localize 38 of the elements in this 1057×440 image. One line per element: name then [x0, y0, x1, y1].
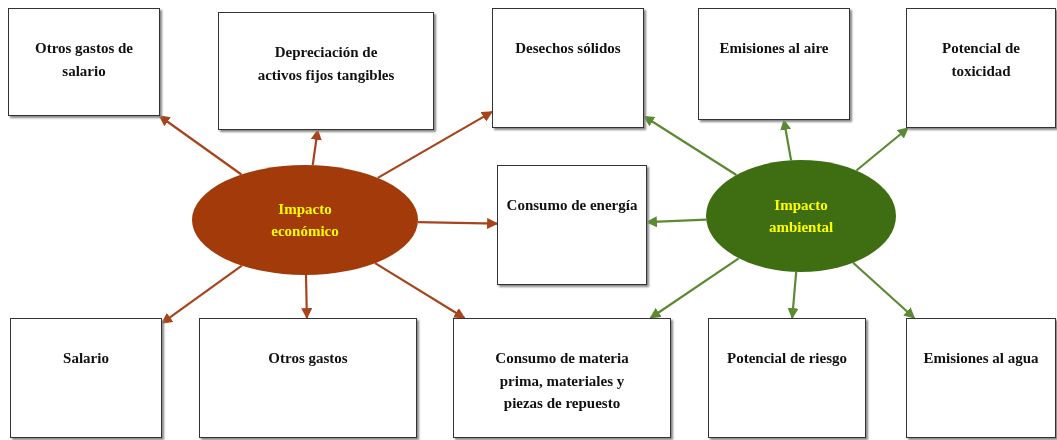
arrow [310, 128, 322, 166]
arrow [377, 110, 493, 179]
text-box [199, 318, 417, 438]
node-text: Desechos sólidos [514, 39, 622, 58]
text-box [906, 8, 1056, 128]
node-text: Consumo de materia prima, materiales y piezas de repuesto [494, 349, 630, 413]
text-box [708, 318, 866, 438]
arrow [787, 271, 799, 320]
node-text: Depreciación de activos fijos tangibles [256, 43, 396, 85]
arrow [158, 115, 243, 176]
node-text: Potencial de riesgo [726, 349, 848, 368]
node-text: Salario [62, 349, 110, 368]
arrow [374, 262, 466, 319]
text-box [218, 12, 434, 130]
node-text: Consumo de energía [505, 196, 639, 215]
text-box [492, 8, 644, 128]
node-text: Potencial de toxicidad [941, 39, 1021, 81]
node-text: Impacto económico [270, 199, 340, 241]
arrow [161, 264, 243, 325]
node-text: Otros gastos de salario [33, 39, 135, 81]
arrow [301, 274, 313, 320]
node-text: Emisiones al agua [922, 349, 1040, 368]
node-text: Impacto ambiental [767, 195, 835, 237]
arrow [855, 127, 909, 172]
text-box [8, 8, 160, 116]
arrow [417, 217, 499, 229]
arrow [645, 216, 707, 228]
arrow [649, 257, 740, 319]
node-text: Otros gastos [267, 349, 349, 368]
text-box [453, 318, 671, 438]
node-text: Emisiones al aire [718, 39, 830, 58]
arrow [852, 262, 916, 319]
text-box [10, 318, 162, 438]
text-box [698, 8, 850, 120]
text-box [497, 165, 647, 285]
text-box [906, 318, 1056, 438]
arrow [643, 115, 737, 176]
arrow [780, 118, 793, 161]
